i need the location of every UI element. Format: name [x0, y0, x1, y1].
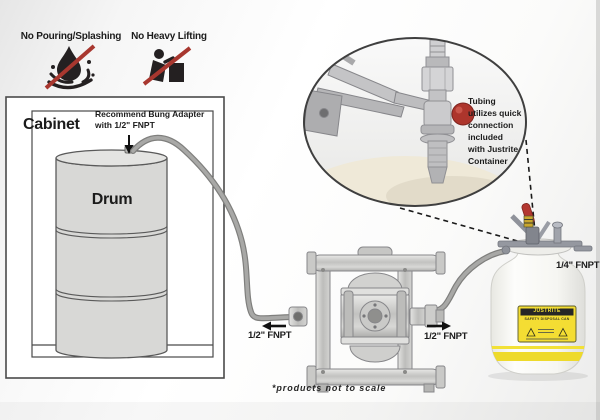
- magnifier-callout-lines: [399, 139, 537, 245]
- discharge-tube: [427, 248, 509, 315]
- flow-arrow-right: [427, 321, 451, 331]
- pump-outlet-label: 1/2" FNPT: [424, 331, 468, 342]
- drum: [55, 145, 168, 359]
- prohibition-slash: [142, 46, 192, 86]
- safety-can: [488, 203, 593, 381]
- page-bottom-shade: [0, 402, 600, 420]
- clamp-hardware: [304, 48, 429, 137]
- prohibition-slash: [44, 44, 96, 90]
- diaphragm-pump: [288, 246, 446, 393]
- can-cap-assembly: [497, 203, 593, 256]
- inset-caption: Tubing utilizes quick connection include…: [468, 96, 522, 166]
- cabinet-label: Cabinet: [23, 116, 80, 133]
- pump-inlet-label: 1/2" FNPT: [248, 330, 292, 341]
- can-product-label: [517, 305, 577, 343]
- supply-tube: [130, 134, 295, 322]
- flow-arrow-left: [262, 321, 286, 331]
- bung-arrow: [124, 135, 134, 154]
- no-lifting-label: No Heavy Lifting: [131, 31, 207, 42]
- can-label-text: SAFETY DISPOSAL CAN: [524, 317, 570, 321]
- bung-adapter-note: Recommend Bung Adapter with 1/2" FNPT: [95, 109, 205, 130]
- quick-connect-coupler: [420, 38, 475, 184]
- no-pouring-splashing-icon: [44, 44, 96, 90]
- no-heavy-lifting-icon: [142, 46, 192, 86]
- can-brand-label: JUSTRITE: [533, 308, 561, 314]
- drum-label: Drum: [91, 191, 133, 208]
- can-port-label: 1/4" FNPT: [556, 260, 600, 271]
- scale-footnote: *products not to scale: [272, 383, 387, 393]
- page-edge-shadow: [596, 0, 600, 420]
- inset-circle-border: [303, 37, 527, 207]
- no-pouring-label: No Pouring/Splashing: [20, 31, 122, 42]
- can-yellow-band: [491, 346, 585, 361]
